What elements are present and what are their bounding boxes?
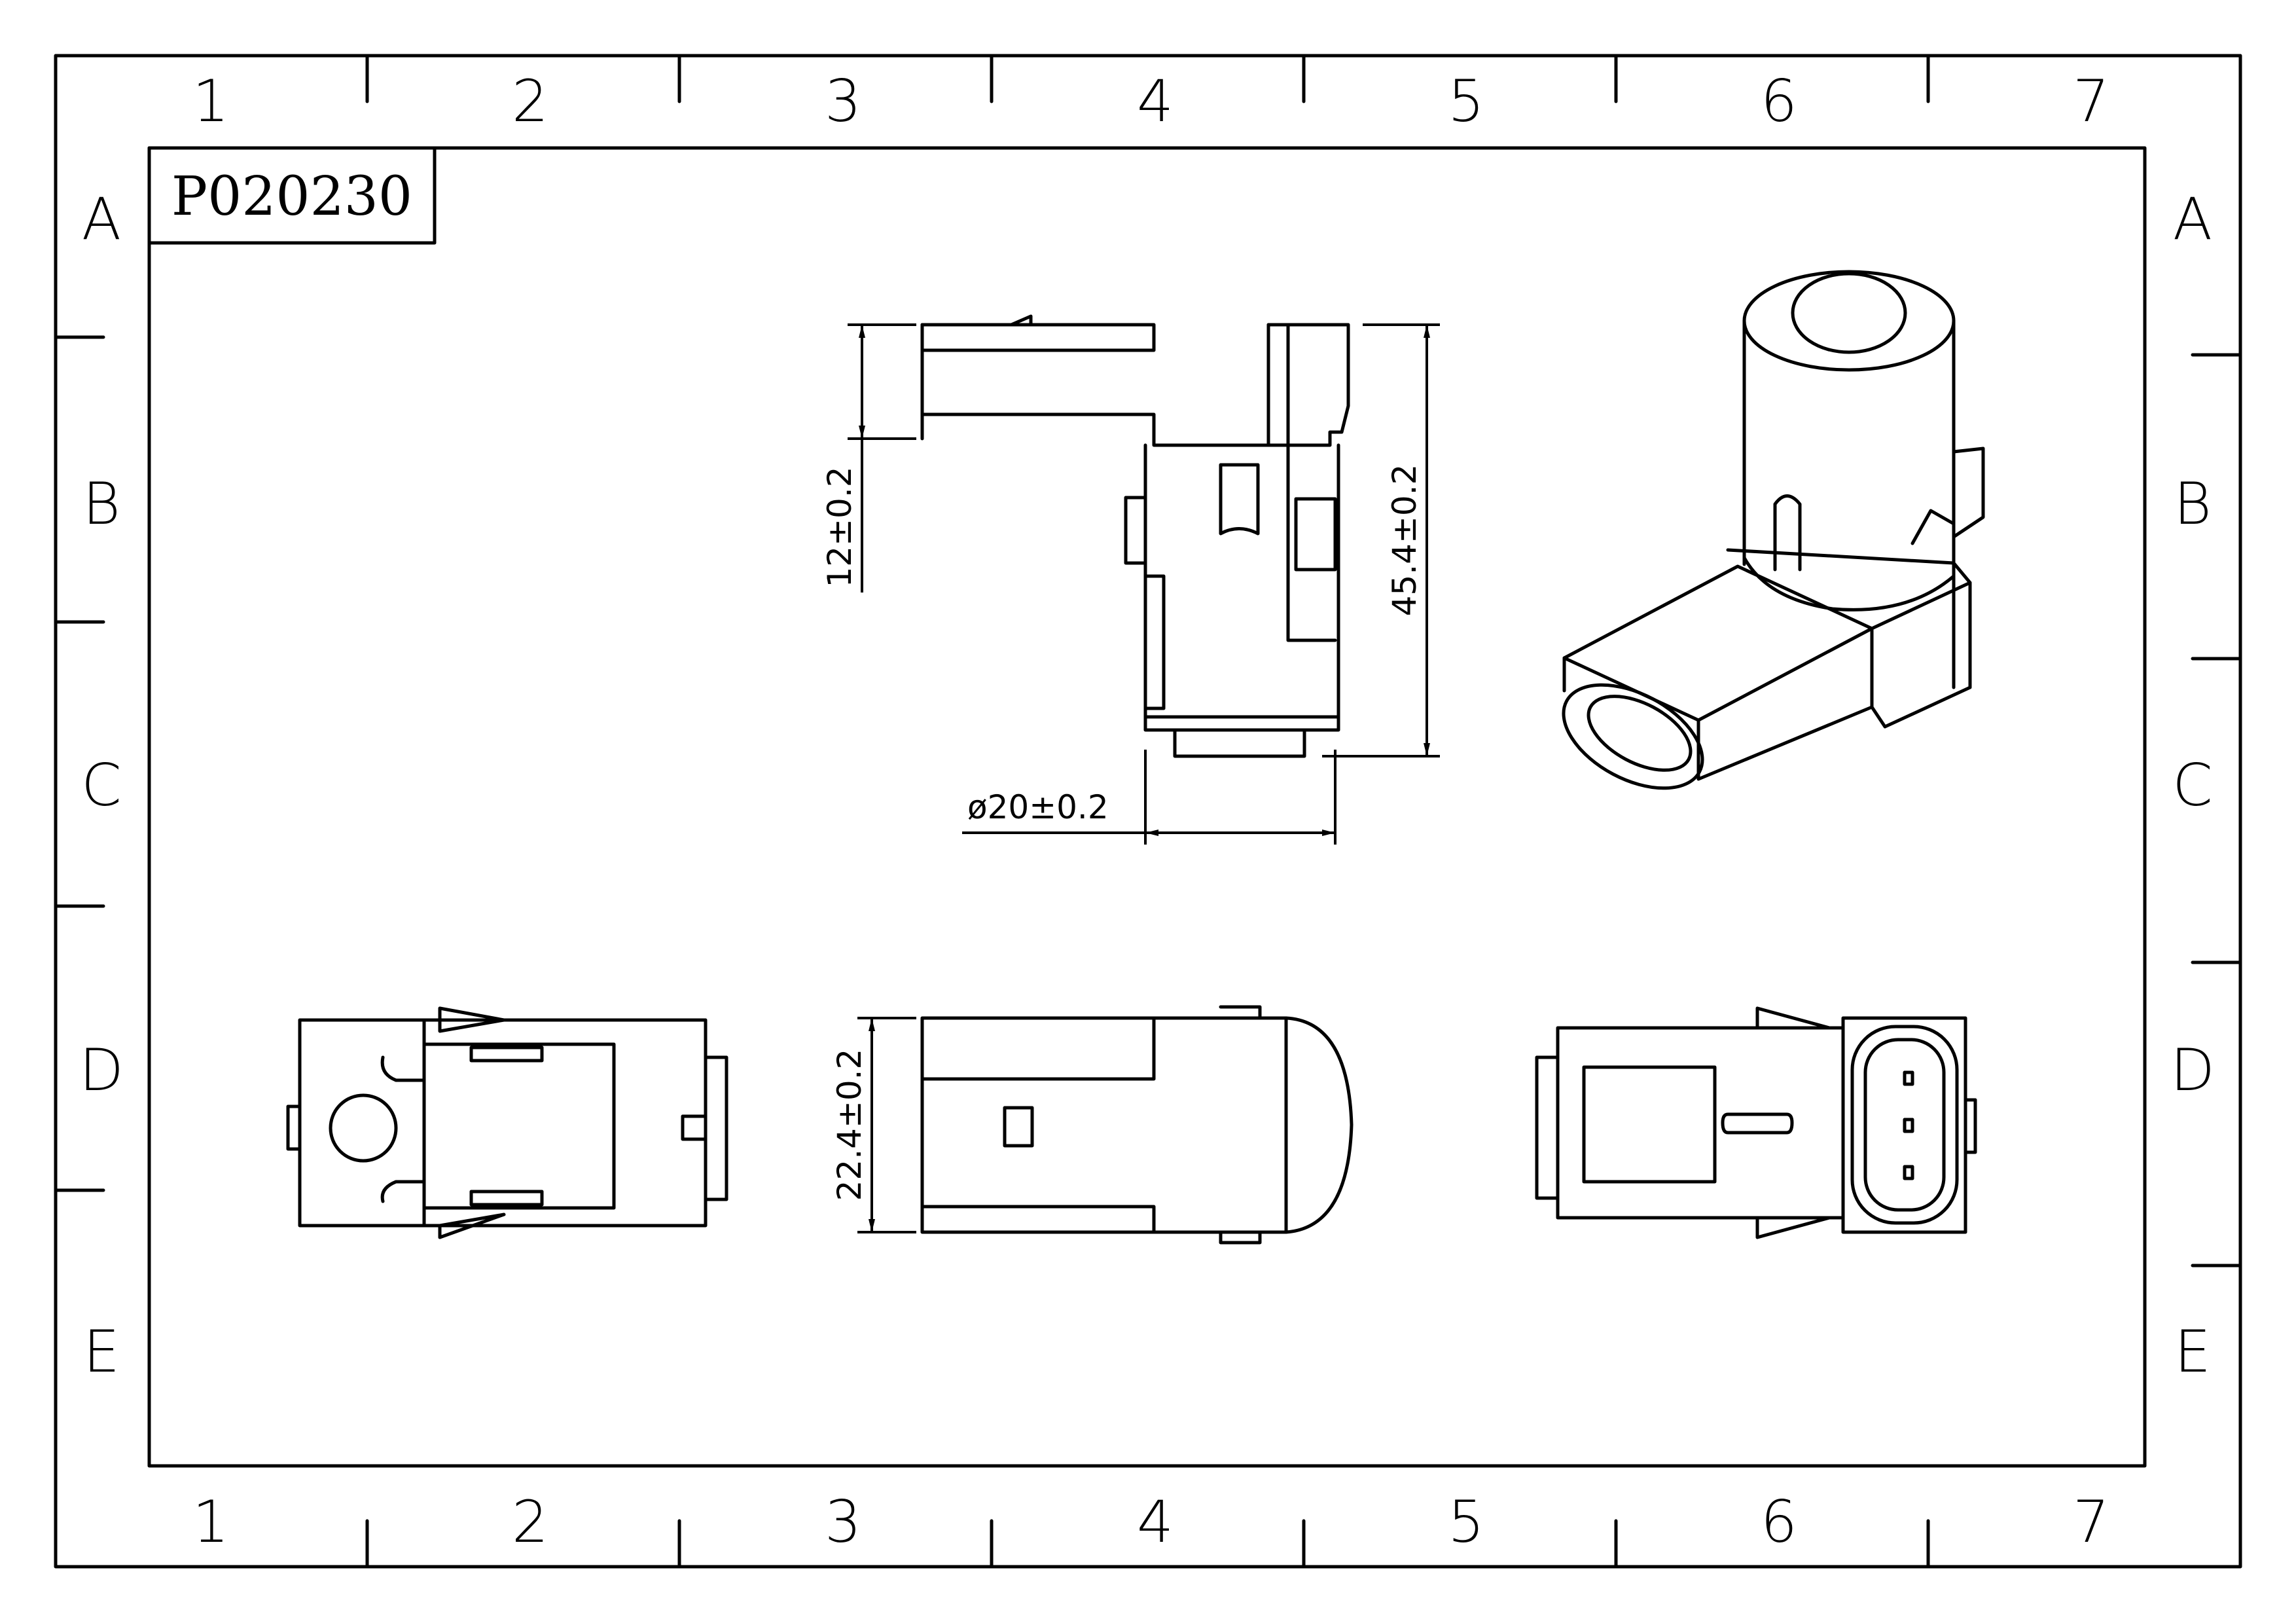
part-number: P020230 bbox=[171, 166, 412, 228]
dimension-plug-height: 12±0.2 bbox=[821, 323, 916, 593]
diameter-label: ø20±0.2 bbox=[967, 788, 1109, 826]
column-label: 2 bbox=[512, 1488, 548, 1556]
plug-width-label: 22.4±0.2 bbox=[831, 1049, 869, 1201]
column-label: 6 bbox=[1761, 1488, 1797, 1556]
title-block: P020230 bbox=[147, 146, 437, 245]
column-label: 4 bbox=[1137, 67, 1174, 135]
row-label: C bbox=[81, 752, 121, 819]
column-labels-bottom: 1 2 3 4 5 6 7 bbox=[192, 1488, 2109, 1556]
outer-border bbox=[54, 54, 2242, 1569]
plug-height-label: 12±0.2 bbox=[821, 466, 859, 587]
top-view bbox=[1535, 1006, 1977, 1239]
row-separators bbox=[54, 335, 2242, 1267]
column-label: 3 bbox=[825, 67, 861, 135]
column-label: 2 bbox=[512, 67, 548, 135]
side-view bbox=[920, 1005, 1354, 1245]
dimension-plug-width: 22.4±0.2 bbox=[831, 1017, 916, 1233]
isometric-view bbox=[1562, 270, 1985, 790]
column-label: 1 bbox=[192, 67, 229, 135]
row-label: E bbox=[2174, 1318, 2211, 1385]
row-label: A bbox=[82, 185, 121, 253]
row-labels-right: A B C D E bbox=[2170, 185, 2215, 1385]
title-block-box bbox=[147, 146, 437, 245]
column-label: 5 bbox=[1448, 1488, 1484, 1556]
row-label: B bbox=[82, 470, 120, 538]
column-label: 5 bbox=[1448, 67, 1484, 135]
overall-height-label: 45.4±0.2 bbox=[1386, 464, 1424, 617]
row-labels-left: A B C D E bbox=[79, 185, 124, 1385]
row-label: C bbox=[2172, 752, 2212, 819]
column-label: 3 bbox=[825, 1488, 861, 1556]
row-label: E bbox=[83, 1318, 120, 1385]
bottom-view bbox=[286, 1006, 728, 1239]
column-labels-top: 1 2 3 4 5 6 7 bbox=[192, 67, 2109, 135]
inner-border bbox=[147, 146, 2147, 1468]
column-label: 7 bbox=[2073, 67, 2109, 135]
column-label: 4 bbox=[1137, 1488, 1174, 1556]
column-separators bbox=[365, 54, 1930, 1569]
dimension-diameter: ø20±0.2 bbox=[962, 750, 1336, 845]
row-label: A bbox=[2173, 185, 2212, 253]
row-label: B bbox=[2174, 470, 2212, 538]
row-label: D bbox=[2170, 1036, 2215, 1104]
column-label: 7 bbox=[2073, 1488, 2109, 1556]
front-view bbox=[920, 314, 1350, 758]
drawing-frame: 1 2 3 4 5 6 7 1 2 3 4 5 6 7 A B C D E A … bbox=[54, 54, 2242, 1569]
column-label: 1 bbox=[192, 1488, 229, 1556]
row-label: D bbox=[79, 1036, 124, 1104]
dimension-overall-height: 45.4±0.2 bbox=[1322, 323, 1440, 757]
column-label: 6 bbox=[1761, 67, 1797, 135]
